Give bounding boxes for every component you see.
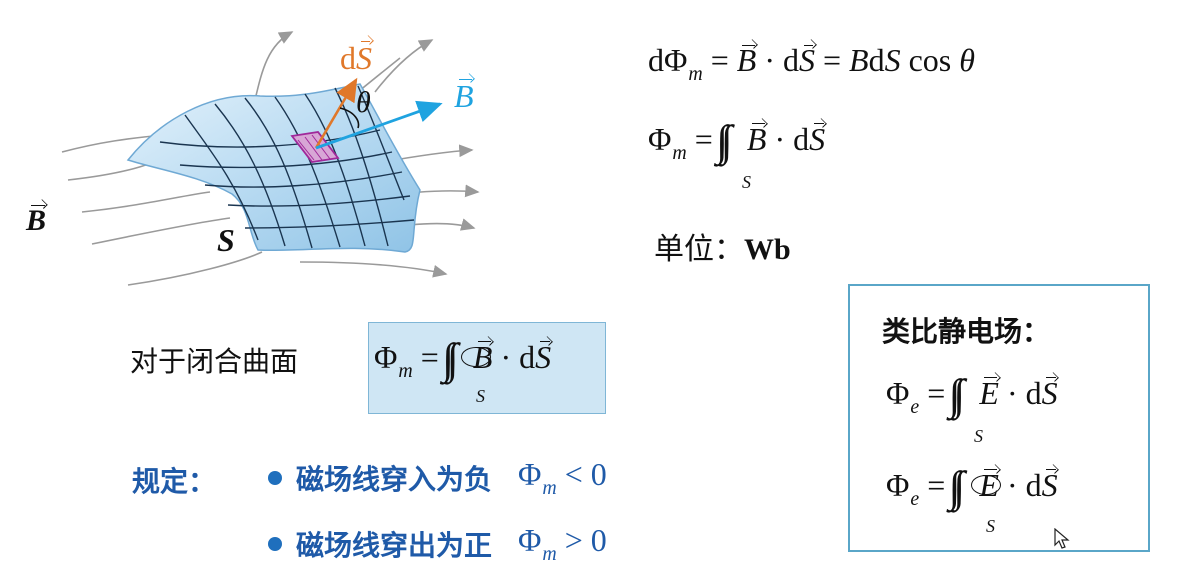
dS-arrow	[314, 77, 358, 149]
closed-integral-circle	[461, 347, 491, 367]
bullet-icon	[268, 471, 282, 485]
unit-label: 单位：Wb	[654, 232, 791, 267]
flux-total-limit: S	[742, 172, 751, 192]
flux-diagram	[61, 31, 480, 286]
field-line	[91, 217, 231, 245]
formula-closed-surface: Φm = ∫∫ B · dS	[374, 338, 552, 382]
closed-integral-circle	[971, 475, 1001, 495]
formula-electric-flux: Φe = ∫∫ E · dS	[886, 374, 1058, 418]
formula-flux-total: Φm = ∫∫ B · dS	[648, 120, 826, 164]
mouse-cursor-icon	[1054, 528, 1070, 549]
surface-S	[126, 83, 421, 253]
label-theta: θ	[356, 86, 371, 119]
field-line	[409, 218, 476, 231]
analogy-box	[848, 284, 1150, 552]
rules-title: 规定：	[132, 465, 217, 498]
analogy-title: 类比静电场：	[882, 315, 1051, 348]
label-dS: dBS	[340, 40, 372, 76]
theta-arc	[339, 107, 360, 129]
closed-surface-limit: S	[476, 386, 485, 406]
label-S: S	[217, 222, 235, 258]
closed-surface-label: 对于闭合曲面	[130, 345, 299, 378]
field-line	[81, 191, 211, 213]
electric-flux-limit: S	[974, 426, 983, 446]
B-arrow	[315, 100, 443, 150]
field-line	[374, 39, 434, 93]
field-line	[127, 251, 263, 286]
formula-flux-element: dΦm = B · dS = BdS cos θ	[648, 42, 975, 85]
rule-item-out: 磁场线穿出为正 Φm > 0	[268, 522, 607, 565]
label-B-left: B	[26, 204, 47, 237]
bullet-icon	[268, 537, 282, 551]
label-B-arrow: B	[454, 78, 474, 114]
field-line	[299, 261, 448, 278]
field-line	[254, 31, 294, 101]
electric-flux-closed-limit: S	[986, 516, 995, 536]
rule-item-in: 磁场线穿入为负 Φm < 0	[268, 456, 607, 499]
